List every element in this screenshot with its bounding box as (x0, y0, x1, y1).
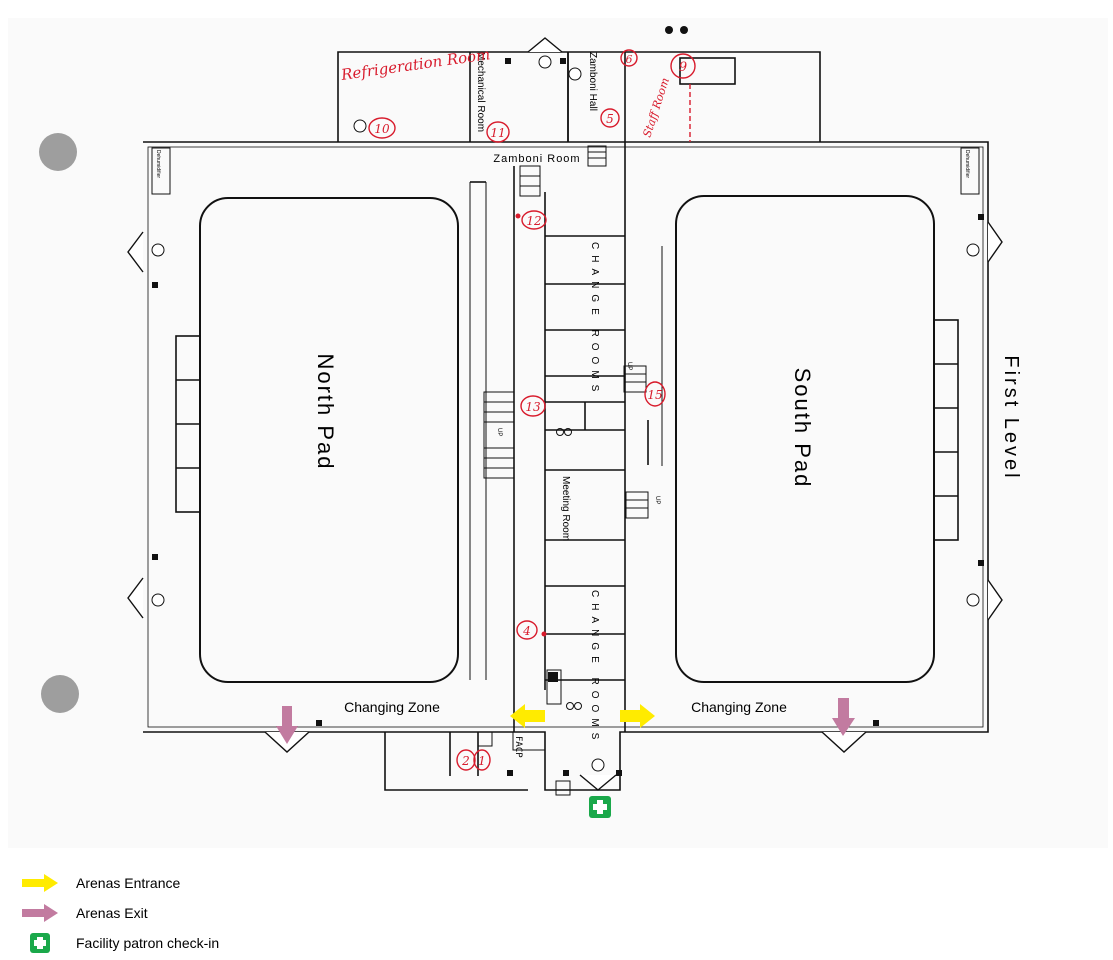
stairs-up-label: UP (654, 496, 660, 504)
stairs (483, 145, 649, 705)
dehumidifier-box-east (960, 147, 980, 195)
legend-label: Arenas Exit (76, 905, 148, 921)
svg-text:11: 11 (490, 126, 505, 140)
marker-4: 4 (516, 620, 538, 640)
legend-exit: Arenas Exit (20, 898, 219, 928)
s-box (555, 780, 571, 796)
legend: Arenas Entrance Arenas Exit Facility pat… (20, 868, 219, 958)
marker-15: 15 (644, 381, 666, 407)
extinguisher-icons (151, 55, 980, 772)
green-checkin-icon (20, 931, 64, 955)
marker-6: 6 (620, 49, 638, 67)
building-inner-wall (147, 146, 984, 728)
marker-2: 2 (456, 749, 476, 771)
binder-hole (39, 133, 77, 171)
facp-box (512, 731, 546, 751)
legend-label: Arenas Entrance (76, 875, 181, 891)
svg-text:10: 10 (374, 122, 390, 136)
marker-10: 10 (368, 117, 396, 139)
annex-door (527, 37, 563, 53)
meeting-room-label: Meeting Room (560, 476, 571, 541)
south-pad-exit-door (821, 731, 867, 753)
svg-text:12: 12 (526, 214, 541, 228)
south-pad-label: South Pad (790, 368, 815, 489)
numbered-markers: 10 11 5 6 9 12 13 15 4 2 1 (368, 49, 696, 771)
arena-entrance-arrow-right (620, 704, 655, 728)
yellow-arrow-icon (20, 871, 64, 895)
stairs-up-label: UP (626, 362, 632, 370)
arena-exit-arrow-south (832, 698, 855, 736)
east-door (987, 579, 1003, 621)
marker-5: 5 (600, 108, 620, 128)
zamboni-hall-label: Zamboni Hall (587, 52, 598, 111)
change-rooms-label-south: CHANGE ROOMS (589, 590, 600, 745)
marker-11: 11 (486, 121, 510, 143)
legend-label: Facility patron check-in (76, 935, 220, 951)
marker-13: 13 (520, 395, 546, 417)
zamboni-room-label: Zamboni Room (493, 153, 580, 165)
arena-entrance-arrow-left (510, 704, 545, 728)
phone-icon (680, 26, 688, 34)
patron-checkin-icon (589, 796, 611, 818)
change-rooms-north (545, 235, 625, 431)
main-entrance-door (579, 774, 617, 791)
legend-checkin: Facility patron check-in (20, 928, 219, 958)
east-door (987, 221, 1003, 263)
legend-entrance: Arenas Entrance (20, 868, 219, 898)
svg-text:13: 13 (525, 400, 541, 414)
k-box (477, 731, 493, 747)
stairs-up-label: UP (496, 428, 502, 436)
svg-text:9: 9 (679, 60, 687, 75)
paper-scan (8, 18, 1108, 848)
binder-hole (41, 675, 79, 713)
phone-icon (665, 26, 673, 34)
facp-label: FACP (513, 736, 523, 758)
changing-zone-label-right: Changing Zone (691, 699, 787, 715)
svg-text:1: 1 (478, 754, 486, 768)
svg-text:2: 2 (461, 754, 470, 768)
arena-exit-arrow-north (276, 706, 298, 744)
south-bench (933, 319, 959, 541)
marker-1: 1 (473, 749, 491, 771)
emergency-light-icons (152, 58, 984, 776)
svg-text:4: 4 (522, 624, 531, 638)
dehumidifier-box-west (151, 147, 171, 195)
changing-zone-label-left: Changing Zone (344, 699, 440, 715)
marker-9: 9 (670, 53, 696, 79)
svg-text:6: 6 (626, 53, 633, 66)
mechanical-room-label: Mechanical Room (475, 52, 486, 132)
marker-12: 12 (521, 210, 547, 230)
change-rooms-south (545, 469, 625, 681)
staff-room-fixture (679, 57, 736, 85)
svg-text:15: 15 (647, 388, 662, 402)
first-level-label: First Level (1000, 355, 1022, 480)
purple-arrow-icon (20, 901, 64, 925)
svg-text:5: 5 (606, 112, 614, 126)
change-rooms-label-north: CHANGE ROOMS (589, 242, 600, 397)
west-door (127, 231, 144, 273)
north-pad-label: North Pad (313, 353, 338, 470)
west-door (127, 577, 144, 619)
dehumidifier-label-east: Dehumidifier (964, 150, 970, 178)
dehumidifier-label-west: Dehumidifier (155, 150, 161, 178)
